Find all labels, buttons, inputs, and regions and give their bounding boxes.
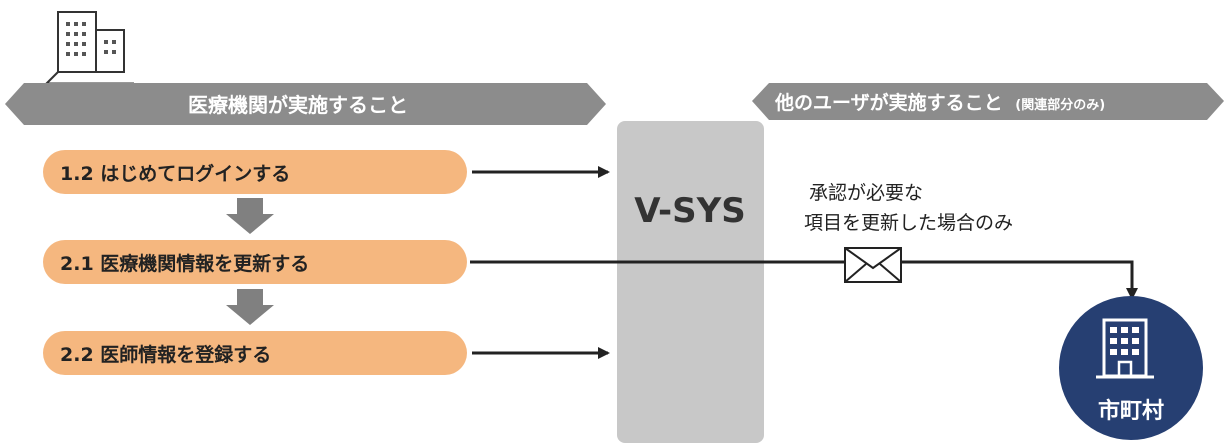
municipality-node: 市町村 xyxy=(1059,296,1203,440)
down-arrow-2 xyxy=(226,289,274,325)
right-banner: 他のユーザが実施すること (関連部分のみ) xyxy=(752,83,1224,120)
right-banner-label: 他のユーザが実施すること xyxy=(774,91,1003,114)
vsys-label: V-SYS xyxy=(634,191,746,231)
step-1-label: 1.2 はじめてログインする xyxy=(60,162,290,185)
envelope-icon xyxy=(844,247,902,283)
left-banner: 医療機関が実施すること xyxy=(5,83,606,125)
left-banner-shape xyxy=(5,83,606,125)
step-2-label: 2.1 医療機関情報を更新する xyxy=(60,252,309,275)
step-1-pill xyxy=(43,150,467,194)
vsys-system: V-SYS xyxy=(617,121,764,443)
municipality-label: 市町村 xyxy=(1098,398,1164,424)
step-3-pill xyxy=(43,331,467,375)
step-2-pill xyxy=(43,240,467,284)
municipality-building-icon xyxy=(1096,318,1154,379)
right-banner-suffix: (関連部分のみ) xyxy=(1015,97,1105,113)
step-2: 2.1 医療機関情報を更新する xyxy=(43,240,467,284)
note-line-2: 項目を更新した場合のみ xyxy=(804,212,1013,234)
step-3-label: 2.2 医師情報を登録する xyxy=(60,343,271,366)
right-banner-text: 他のユーザが実施すること (関連部分のみ) xyxy=(774,91,1105,114)
step-1: 1.2 はじめてログインする xyxy=(43,150,467,194)
down-arrow-1 xyxy=(226,198,274,234)
vsys-column xyxy=(617,121,764,443)
step-3: 2.2 医師情報を登録する xyxy=(43,331,467,375)
hospital-building-icon xyxy=(45,11,134,86)
left-banner-label: 医療機関が実施すること xyxy=(188,93,408,117)
arrow-step2-to-municipality xyxy=(470,260,1138,300)
right-banner-shape xyxy=(752,83,1224,120)
note-line-1: 承認が必要な xyxy=(809,182,923,204)
